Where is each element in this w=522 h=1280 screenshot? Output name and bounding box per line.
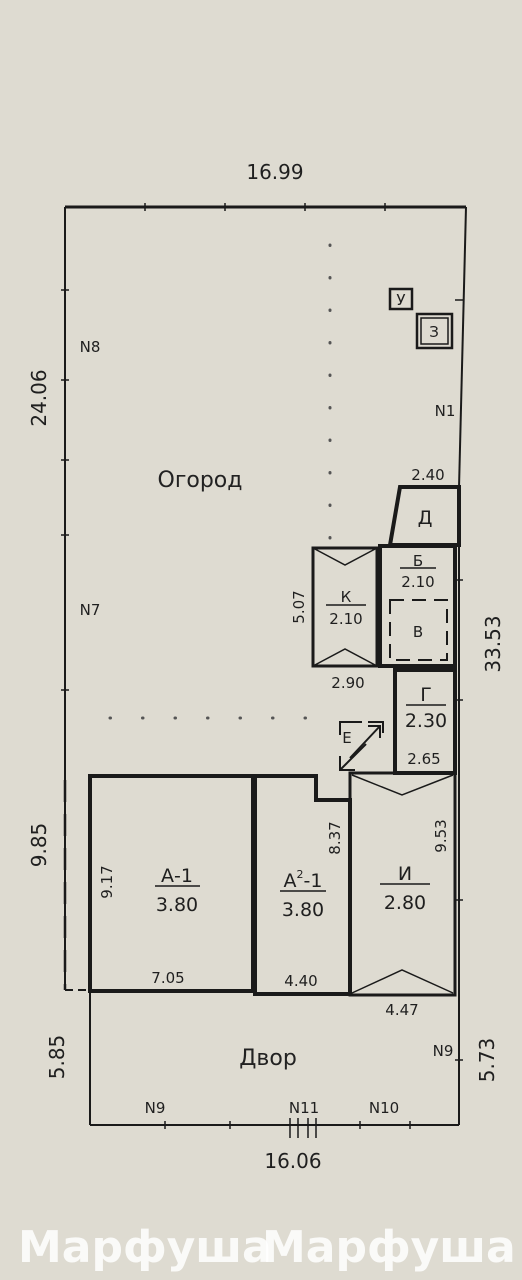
dim-d-width: 2.40 <box>411 466 444 484</box>
structure-z-outer <box>415 312 454 350</box>
point-n11: N11 <box>289 1099 319 1117</box>
boundary-right-upper <box>458 206 467 489</box>
canopy-e <box>339 721 384 771</box>
dim-i-height: 9.53 <box>432 819 450 852</box>
watermark-left: Марфуша <box>18 1222 272 1273</box>
dim-left-lower: 9.85 <box>27 823 51 868</box>
point-n9-bottom: N9 <box>145 1099 166 1117</box>
building-v <box>389 599 448 661</box>
zone-garden: Огород <box>158 468 243 493</box>
watermark-right: Марфуша <box>262 1222 516 1273</box>
point-n9-right: N9 <box>433 1042 454 1060</box>
structure-u <box>388 287 414 311</box>
label-e: Е <box>342 729 351 747</box>
garden-dotted-lines <box>108 243 332 720</box>
building-d <box>387 485 461 547</box>
dim-i-width: 4.47 <box>385 1001 418 1019</box>
label-b-height: 2.10 <box>401 573 434 591</box>
small-structures <box>388 287 454 350</box>
dim-a21-width: 4.40 <box>284 972 317 990</box>
point-n7: N7 <box>80 601 101 619</box>
dim-right: 33.53 <box>481 615 505 672</box>
point-n1: N1 <box>435 402 456 420</box>
plot-boundary <box>63 205 467 1126</box>
point-n8: N8 <box>80 338 101 356</box>
point-n10: N10 <box>369 1099 399 1117</box>
label-v: В <box>413 623 423 641</box>
structure-z-inner <box>420 317 449 345</box>
label-underlines <box>155 567 446 892</box>
label-a1: А-1 <box>161 865 193 887</box>
label-d: Д <box>418 507 433 529</box>
building-a21 <box>253 774 352 996</box>
dim-bottom: 16.06 <box>264 1149 321 1173</box>
dim-a1-height: 9.17 <box>98 865 116 898</box>
label-k-height: 2.10 <box>329 610 362 628</box>
dim-right-bottom: 5.73 <box>475 1038 499 1083</box>
building-i <box>348 771 457 997</box>
label-g-height: 2.30 <box>405 710 447 732</box>
label-a1-height: 3.80 <box>156 894 198 916</box>
dim-k-height: 5.07 <box>290 590 308 623</box>
label-z: З <box>429 323 439 341</box>
dim-left-upper: 24.06 <box>27 369 51 426</box>
dim-left-bottom: 5.85 <box>45 1035 69 1080</box>
dim-a21-height: 8.37 <box>326 821 344 854</box>
dim-k-width: 2.90 <box>331 674 364 692</box>
boundary-ticks <box>61 203 463 1138</box>
label-u: У <box>396 291 405 309</box>
building-k <box>311 546 379 668</box>
label-g: Г <box>420 684 432 706</box>
label-a21: А2-1 <box>284 868 323 892</box>
zone-yard: Двор <box>239 1046 297 1071</box>
building-b <box>378 544 457 668</box>
dim-g-width: 2.65 <box>407 750 440 768</box>
label-k: К <box>341 588 352 606</box>
label-a21-height: 3.80 <box>282 899 324 921</box>
label-i-height: 2.80 <box>384 892 426 914</box>
dim-a1-width: 7.05 <box>151 969 184 987</box>
label-i: И <box>398 863 412 885</box>
dim-top: 16.99 <box>246 160 303 184</box>
label-b: Б <box>413 552 423 570</box>
